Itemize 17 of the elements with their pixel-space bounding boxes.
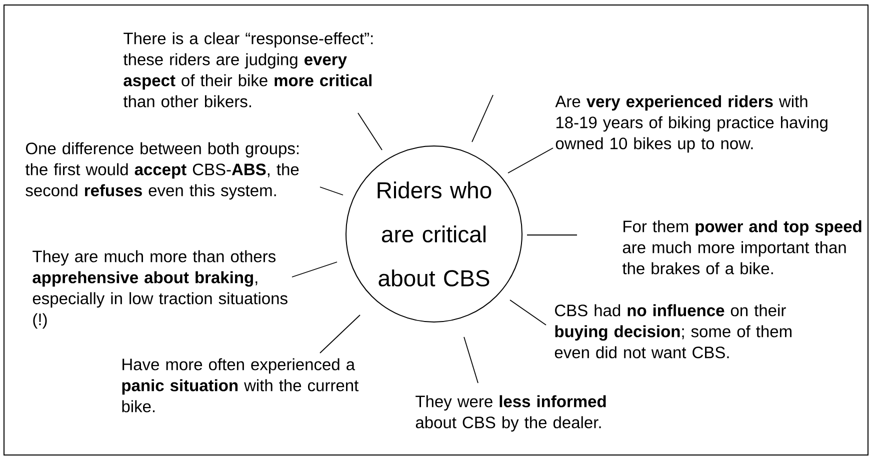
statement-text: One difference between both groups: the first would accept CBS-ABS, the second refuses even this system. <box>25 142 299 200</box>
statement-text: CBS had no influence on their buying decision; some of them even did not want CBS. <box>554 304 792 358</box>
spoke-line <box>320 186 344 196</box>
spoke-line <box>472 94 494 142</box>
statement-text: They are much more than others apprehensive about braking, especially in low traction situations (!) <box>32 250 288 329</box>
spoke-line <box>320 314 360 354</box>
statement-text: Have more often experienced a panic situation with the current bike. <box>122 358 359 412</box>
statement-text: There is a clear “response-effect”: these riders are judging every aspect of their bike more critical than other bikers. <box>123 32 373 108</box>
spoke-line <box>464 336 478 384</box>
statement-text: Are very experienced riders with 18-19 years of biking practice having owned 10 bikes up to now. <box>555 95 828 153</box>
spoke-line <box>510 300 546 326</box>
spoke-line <box>526 234 578 236</box>
spoke-line <box>292 262 338 278</box>
statement-text: They were less informed about CBS by the dealer. <box>416 395 606 432</box>
spoke-line <box>358 112 382 150</box>
statement-text: For them power and top speed are much more important than the brakes of a bike. <box>622 220 862 274</box>
spoke-line <box>508 148 554 174</box>
